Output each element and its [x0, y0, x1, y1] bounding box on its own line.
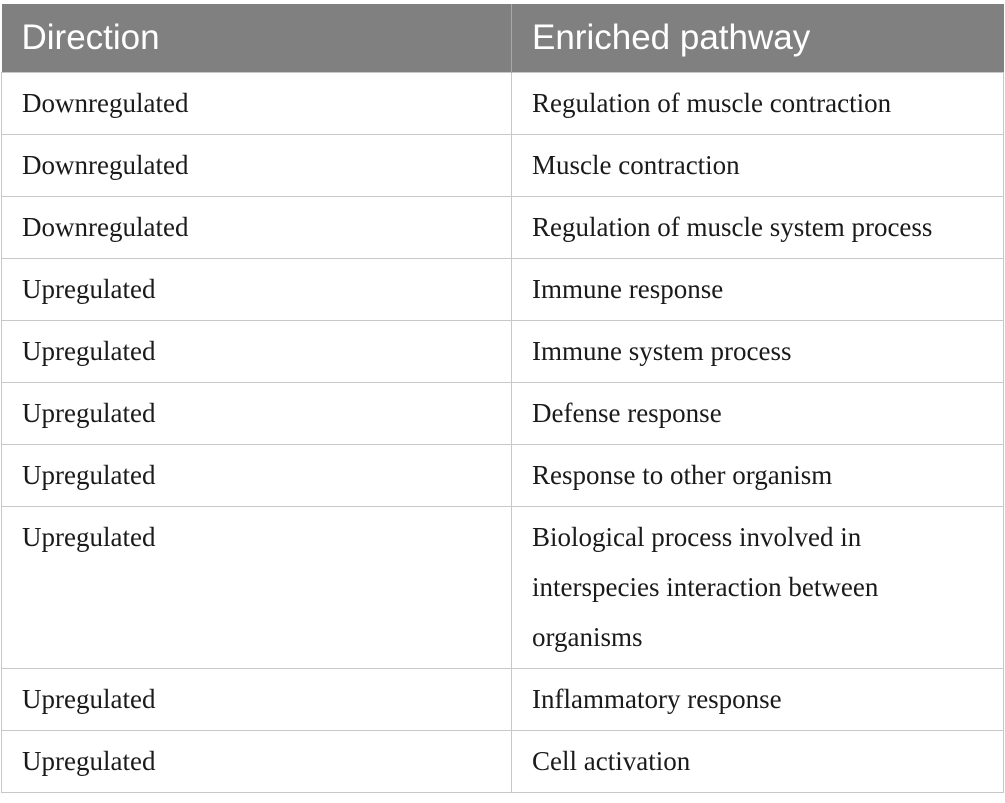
cell-direction: Upregulated: [1, 443, 512, 507]
header-row: Direction Enriched pathway: [1, 4, 1004, 72]
table-row: Downregulated Regulation of muscle contr…: [1, 71, 1004, 135]
cell-direction: Downregulated: [1, 195, 512, 259]
table-row: Upregulated Biological process involved …: [1, 505, 1004, 669]
cell-pathway: Inflammatory response: [511, 667, 1004, 731]
table-row: Upregulated Inflammatory response: [1, 667, 1004, 731]
cell-pathway: Regulation of muscle system process: [511, 195, 1004, 259]
cell-pathway: Immune system process: [511, 319, 1004, 383]
table-header: Direction Enriched pathway: [1, 4, 1004, 72]
cell-direction: Upregulated: [1, 505, 512, 669]
cell-pathway: Cell activation: [511, 729, 1004, 793]
header-direction: Direction: [1, 4, 512, 72]
cell-pathway: Response to other organism: [511, 443, 1004, 507]
table-row: Downregulated Muscle contraction: [1, 133, 1004, 197]
table-row: Upregulated Cell activation: [1, 729, 1004, 793]
cell-direction: Upregulated: [1, 319, 512, 383]
cell-pathway: Muscle contraction: [511, 133, 1004, 197]
cell-direction: Upregulated: [1, 257, 512, 321]
table-row: Upregulated Defense response: [1, 381, 1004, 445]
cell-pathway: Immune response: [511, 257, 1004, 321]
cell-direction: Upregulated: [1, 729, 512, 793]
cell-pathway: Regulation of muscle contraction: [511, 71, 1004, 135]
cell-direction: Upregulated: [1, 381, 512, 445]
cell-direction: Upregulated: [1, 667, 512, 731]
cell-direction: Downregulated: [1, 133, 512, 197]
table-row: Upregulated Immune response: [1, 257, 1004, 321]
table-row: Upregulated Response to other organism: [1, 443, 1004, 507]
table-body: Downregulated Regulation of muscle contr…: [1, 71, 1004, 793]
cell-pathway: Biological process involved in interspec…: [511, 505, 1004, 669]
pathway-table: Direction Enriched pathway Downregulated…: [1, 4, 1004, 793]
table-row: Downregulated Regulation of muscle syste…: [1, 195, 1004, 259]
table-row: Upregulated Immune system process: [1, 319, 1004, 383]
cell-pathway: Defense response: [511, 381, 1004, 445]
header-enriched-pathway: Enriched pathway: [511, 4, 1004, 72]
cell-direction: Downregulated: [1, 71, 512, 135]
